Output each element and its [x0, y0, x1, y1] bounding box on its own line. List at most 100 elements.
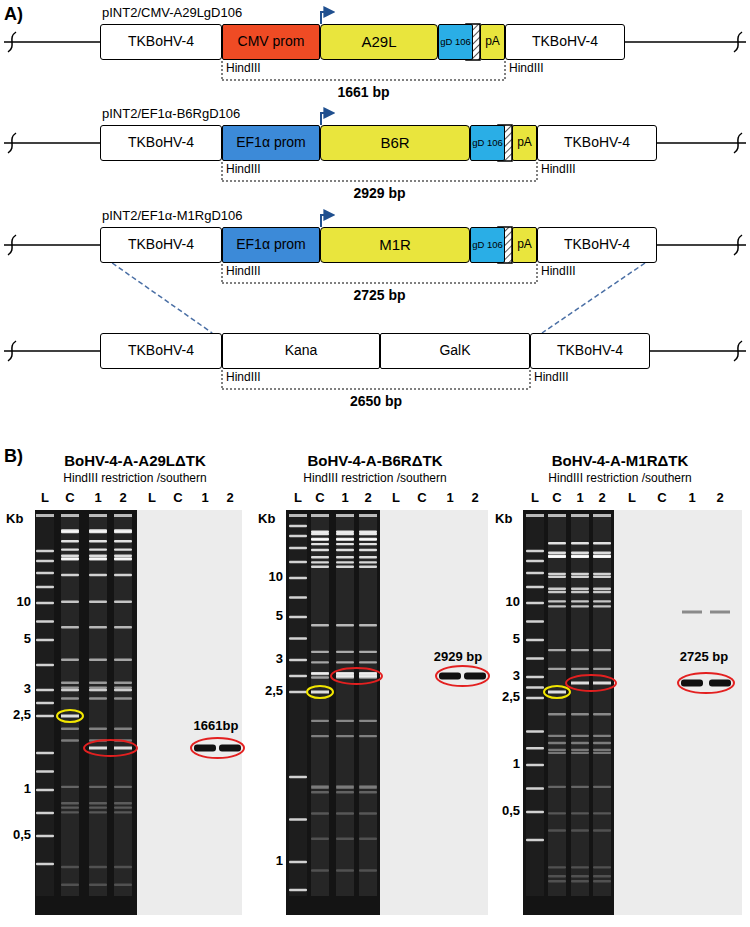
- ladder-band: [526, 676, 544, 678]
- ladder-size: 10: [269, 570, 283, 585]
- dna-band: [571, 742, 589, 744]
- dna-band: [593, 555, 611, 557]
- highlight-ellipse: [331, 668, 382, 684]
- dna-band: [571, 786, 589, 788]
- gel-subtitle: HindIII restriction /southern: [303, 472, 446, 486]
- box-label: TKBoHV-4: [564, 237, 630, 252]
- ladder-band: [36, 715, 54, 717]
- dna-band: [89, 786, 107, 788]
- dna-band: [548, 742, 566, 744]
- dna-band: [336, 720, 354, 722]
- ladder-band: [526, 811, 544, 813]
- ladder-band: [526, 586, 544, 588]
- dna-band: [89, 682, 107, 684]
- lane-label: C: [315, 491, 324, 506]
- dna-band: [571, 542, 589, 544]
- dna-band: [593, 875, 611, 877]
- lane-label: 1: [341, 491, 348, 506]
- dna-band: [114, 557, 132, 559]
- tk-flank-box: TKBoHV-4: [537, 125, 657, 161]
- dna-band: [311, 561, 329, 563]
- ladder-band: [526, 747, 544, 749]
- dna-band: [311, 543, 329, 545]
- panel-letter: B): [4, 446, 23, 467]
- box-label: CMV prom: [238, 34, 305, 49]
- lane-label: L: [392, 491, 400, 506]
- signal-box: gD 106: [438, 24, 473, 60]
- agarose-gel: [523, 510, 614, 915]
- dna-band: [548, 880, 566, 882]
- dna-band: [311, 791, 329, 793]
- band-size: 2929 bp: [434, 650, 482, 665]
- dna-band: [336, 672, 354, 674]
- gel-well: [311, 514, 329, 517]
- dna-band: [593, 554, 611, 556]
- box-label: EF1α prom: [236, 237, 306, 252]
- lane-label: C: [552, 491, 561, 506]
- lane-smear: [359, 516, 377, 896]
- dna-band: [548, 649, 566, 651]
- fragment-size: 2650 bp: [350, 393, 402, 409]
- ladder-band: [36, 572, 54, 574]
- dna-band: [311, 869, 329, 871]
- dna-band: [336, 538, 354, 540]
- dna-band: [571, 829, 589, 831]
- break-symbol: [734, 133, 742, 153]
- break-symbol: [8, 133, 16, 153]
- ladder-band: [36, 789, 54, 791]
- dna-band: [548, 668, 566, 670]
- cassette-box: Kana: [222, 333, 380, 369]
- ladder-band: [526, 697, 544, 699]
- box-label: TKBoHV-4: [564, 135, 630, 150]
- dna-band: [61, 802, 79, 804]
- break-symbol: [8, 341, 16, 361]
- ladder-band: [289, 535, 307, 537]
- ladder-size: 2,5: [265, 684, 283, 699]
- dna-band: [114, 689, 132, 691]
- dna-band: [114, 866, 132, 868]
- dna-band: [89, 884, 107, 886]
- ladder-band: [36, 835, 54, 837]
- dna-band: [61, 806, 79, 808]
- promoter-box: EF1α prom: [222, 227, 320, 263]
- ladder-band: [289, 818, 307, 820]
- lane-label: 2: [364, 491, 371, 506]
- dna-band: [336, 549, 354, 551]
- dna-band: [359, 791, 377, 793]
- dna-band: [548, 552, 566, 554]
- dna-band: [548, 605, 566, 607]
- highlight-ellipse: [84, 740, 137, 756]
- dna-band: [548, 829, 566, 831]
- dna-band: [311, 735, 329, 737]
- signal-box: gD 106: [470, 125, 505, 161]
- dna-band: [571, 735, 589, 737]
- dna-band: [61, 540, 79, 542]
- ladder-band: [526, 602, 544, 604]
- dna-band: [61, 786, 79, 788]
- gel-well: [61, 514, 79, 517]
- dna-band: [336, 869, 354, 871]
- box-label: pA: [517, 238, 532, 251]
- highlight-ellipse: [57, 710, 83, 722]
- dna-band: [548, 812, 566, 814]
- dna-band: [61, 558, 79, 560]
- tk-flank-box: TKBoHV-4: [530, 333, 650, 369]
- box-label: M1R: [379, 237, 411, 254]
- dna-band: [336, 533, 354, 535]
- lane-label: 2: [598, 491, 605, 506]
- plasmid-name: pINT2/CMV-A29LgD106: [102, 6, 242, 21]
- dna-band: [593, 649, 611, 651]
- ladder-band: [36, 560, 54, 562]
- lane-smear: [311, 516, 329, 896]
- box-label: Kana: [285, 343, 318, 358]
- lane-smear: [289, 516, 307, 896]
- ladder-band: [289, 525, 307, 527]
- ladder-band: [289, 547, 307, 549]
- ladder-band: [36, 602, 54, 604]
- dna-band: [548, 554, 566, 556]
- dna-band: [61, 557, 79, 559]
- ladder-band: [36, 752, 54, 754]
- break-symbol: [734, 341, 742, 361]
- dna-band: [571, 576, 589, 578]
- blot-band: [682, 611, 702, 614]
